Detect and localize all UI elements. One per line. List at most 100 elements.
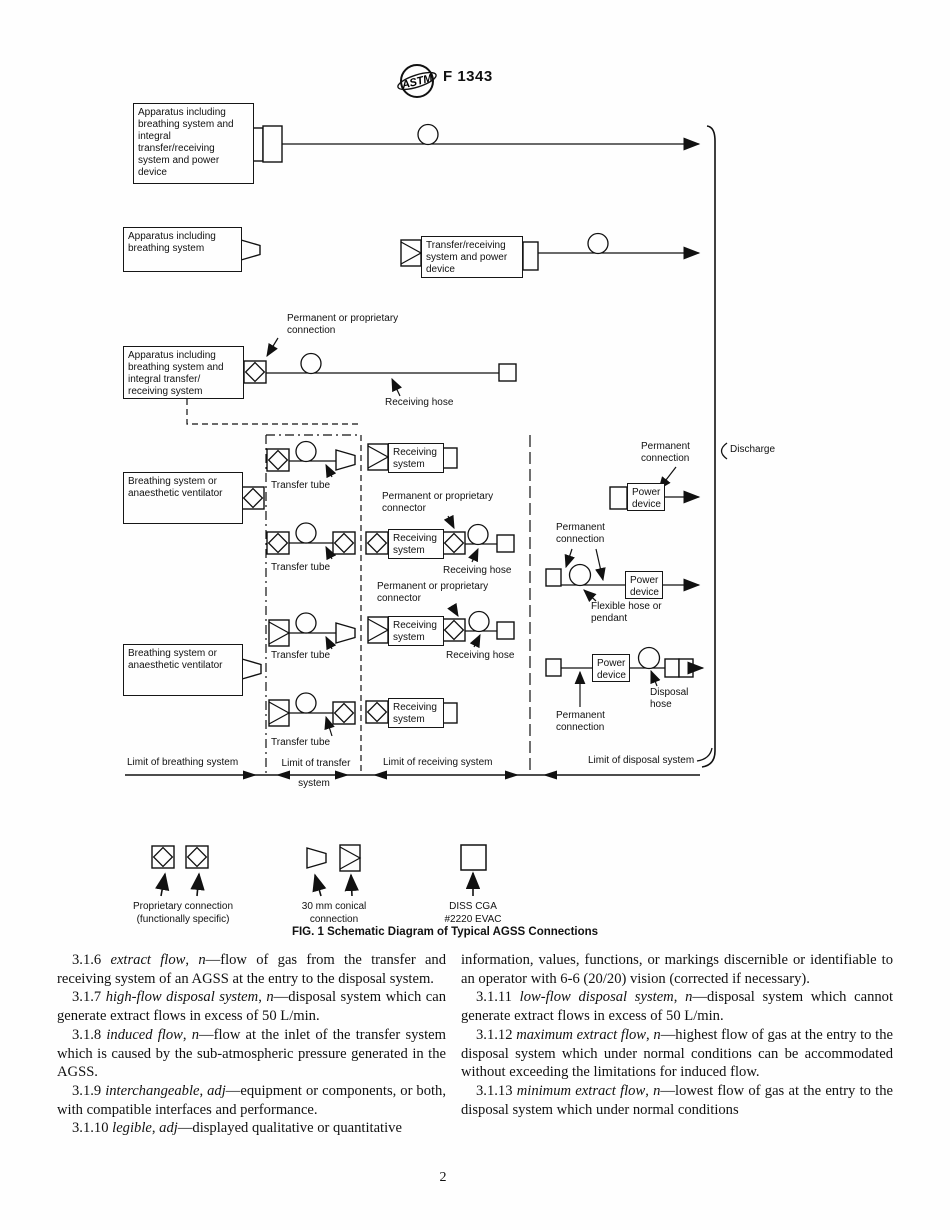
receiving-row-b: [365, 514, 515, 563]
document-number: F 1343: [443, 68, 493, 85]
diss-connector-icon: [460, 844, 487, 871]
limit-receiving-label: Limit of receiving system: [383, 757, 493, 768]
figure-graphics: [125, 123, 728, 897]
transfer-tube-label-4: Transfer tube: [271, 737, 331, 748]
definition-paragraph: 3.1.9 interchangeable, adj—equipment or …: [57, 1082, 447, 1118]
power-device-box-3: Power device: [592, 654, 630, 682]
hose-loop-icon: [587, 232, 609, 255]
definition-paragraph: 3.1.10 legible, adj—displayed qualitativ…: [72, 1120, 402, 1137]
hose-loop-icon: [295, 522, 317, 544]
proprietary-connector-icon: [442, 531, 466, 555]
row-transfer-receiving-power: [240, 232, 701, 271]
proprietary-connector-icon: [332, 531, 356, 555]
hose-loop-icon: [295, 612, 317, 634]
perm-prop-connector-label-1: Permanent or proprietary connector: [382, 491, 494, 514]
proprietary-connector-icon: [365, 700, 389, 724]
permanent-connector-icon: [442, 447, 458, 469]
conical-connector-icon: [240, 239, 261, 261]
power-device-box-2: Power device: [625, 571, 663, 599]
transfer-receiving-power-box: Transfer/receiving system and power devi…: [421, 236, 523, 278]
transfer-tube-d: [268, 692, 356, 737]
disposal-connector-icon: [678, 658, 694, 678]
definition-paragraph: 3.1.7 high-flow disposal system, n—dispo…: [57, 989, 446, 1025]
proprietary-connector-icon: [442, 618, 466, 642]
apparatus-breathing-box: Apparatus including breathing system: [123, 227, 242, 272]
legend-diss-label-1: DISS CGA: [449, 901, 497, 912]
conical-connector-icon: [335, 449, 356, 471]
permanent-connector-icon: [442, 702, 458, 724]
diss-connector-icon: [545, 658, 562, 677]
transfer-tube-c: [268, 612, 356, 651]
receiving-hose-label-3: Receiving hose: [446, 650, 515, 661]
receiving-hose-label-1: Receiving hose: [385, 397, 454, 408]
hose-loop-icon: [417, 123, 439, 146]
definition-paragraph: 3.1.8 induced flow, n—flow at the inlet …: [57, 1026, 446, 1081]
limit-transfer-label: Limit of transfer: [281, 758, 351, 769]
proprietary-connector-icon: [332, 701, 356, 725]
definition-paragraph: information, values, functions, or marki…: [461, 952, 893, 987]
hose-loop-icon: [295, 440, 317, 463]
discharge-label: Discharge: [730, 444, 776, 455]
diss-connector-icon: [498, 363, 517, 382]
definition-paragraph: 3.1.6 extract flow, n—flow of gas from t…: [57, 952, 447, 987]
proprietary-connector-icon: [266, 448, 290, 472]
receiving-system-box-3: Receiving system: [388, 616, 444, 646]
transfer-tube-b: [266, 522, 356, 561]
conical-port-icon: [367, 616, 389, 644]
definition-paragraph: 3.1.11 low-flow disposal system, n—dispo…: [461, 989, 894, 1025]
permanent-connector-icon: [262, 125, 283, 163]
receiving-row-c: [367, 602, 515, 649]
receiving-system-box-1: Receiving system: [388, 443, 444, 473]
permanent-connection-label-2: Permanent connection: [556, 522, 605, 545]
proprietary-connector-icon: [243, 360, 267, 384]
breathing-system-box-2: Breathing system or anaesthetic ventilat…: [123, 644, 243, 696]
legend-proprietary-label-2: (functionally specific): [136, 914, 230, 925]
proprietary-connector-icon: [241, 486, 265, 510]
power-device-row-2: [545, 548, 701, 603]
hose-loop-icon: [300, 352, 322, 375]
conical-port-icon: [367, 443, 389, 471]
perm-prop-connector-label-2: Permanent or proprietary connector: [377, 581, 489, 604]
perm-prop-connection-label: Permanent or proprietary connection: [287, 313, 399, 336]
diss-connector-icon: [496, 621, 515, 640]
apparatus-full-box: Apparatus including breathing system and…: [133, 103, 254, 184]
hose-loop-icon: [637, 646, 661, 670]
legend-proprietary-label-1: Proprietary connection: [132, 901, 234, 912]
proprietary-connector-icon: [266, 531, 290, 555]
diss-connector-icon: [496, 534, 515, 553]
limit-line: [125, 747, 713, 780]
legend-symbols: [151, 844, 487, 897]
breathing-system-box-1: Breathing system or anaesthetic ventilat…: [123, 472, 243, 524]
conical-port-icon: [400, 239, 422, 267]
body-right-column: information, values, functions, or marki…: [461, 951, 893, 1119]
flexible-hose-label: Flexible hose or pendant: [591, 601, 662, 624]
receiving-system-box-4: Receiving system: [388, 698, 444, 728]
receiving-system-box-2: Receiving system: [388, 529, 444, 559]
hose-loop-icon: [295, 692, 317, 714]
astm-logo: ASTM: [397, 64, 437, 98]
permanent-connector-icon: [522, 241, 539, 271]
power-device-row-3: [545, 646, 705, 707]
permanent-connection-label-3: Permanent connection: [556, 710, 605, 733]
limit-breathing-label: Limit of breathing system: [127, 757, 239, 768]
definition-paragraph: 3.1.12 maximum extract flow, n—highest f…: [461, 1026, 894, 1081]
transfer-tube-label-1: Transfer tube: [271, 480, 331, 491]
transfer-tube-label-2: Transfer tube: [271, 562, 331, 573]
body-left-column: 3.1.6 extract flow, n—flow of gas from t…: [57, 951, 446, 1138]
transfer-tube-label-3: Transfer tube: [271, 650, 331, 661]
conical-port-icon: [268, 699, 290, 727]
hose-loop-icon: [468, 610, 490, 633]
definition-paragraph: 3.1.13 minimum extract flow, n—lowest fl…: [461, 1082, 893, 1118]
transfer-system-boundary: [265, 434, 531, 775]
hose-loop-icon: [568, 563, 592, 587]
receiving-hose-label-2: Receiving hose: [443, 565, 512, 576]
conical-port-icon: [268, 619, 290, 647]
disposal-connector-icon: [664, 658, 680, 678]
diss-connector-icon: [545, 568, 562, 587]
conical-port-icon: [339, 844, 361, 872]
transfer-tube-a: [266, 440, 356, 479]
discharge-line: [701, 125, 728, 768]
permanent-connector-icon: [252, 127, 264, 162]
proprietary-connector-icon: [185, 845, 209, 869]
